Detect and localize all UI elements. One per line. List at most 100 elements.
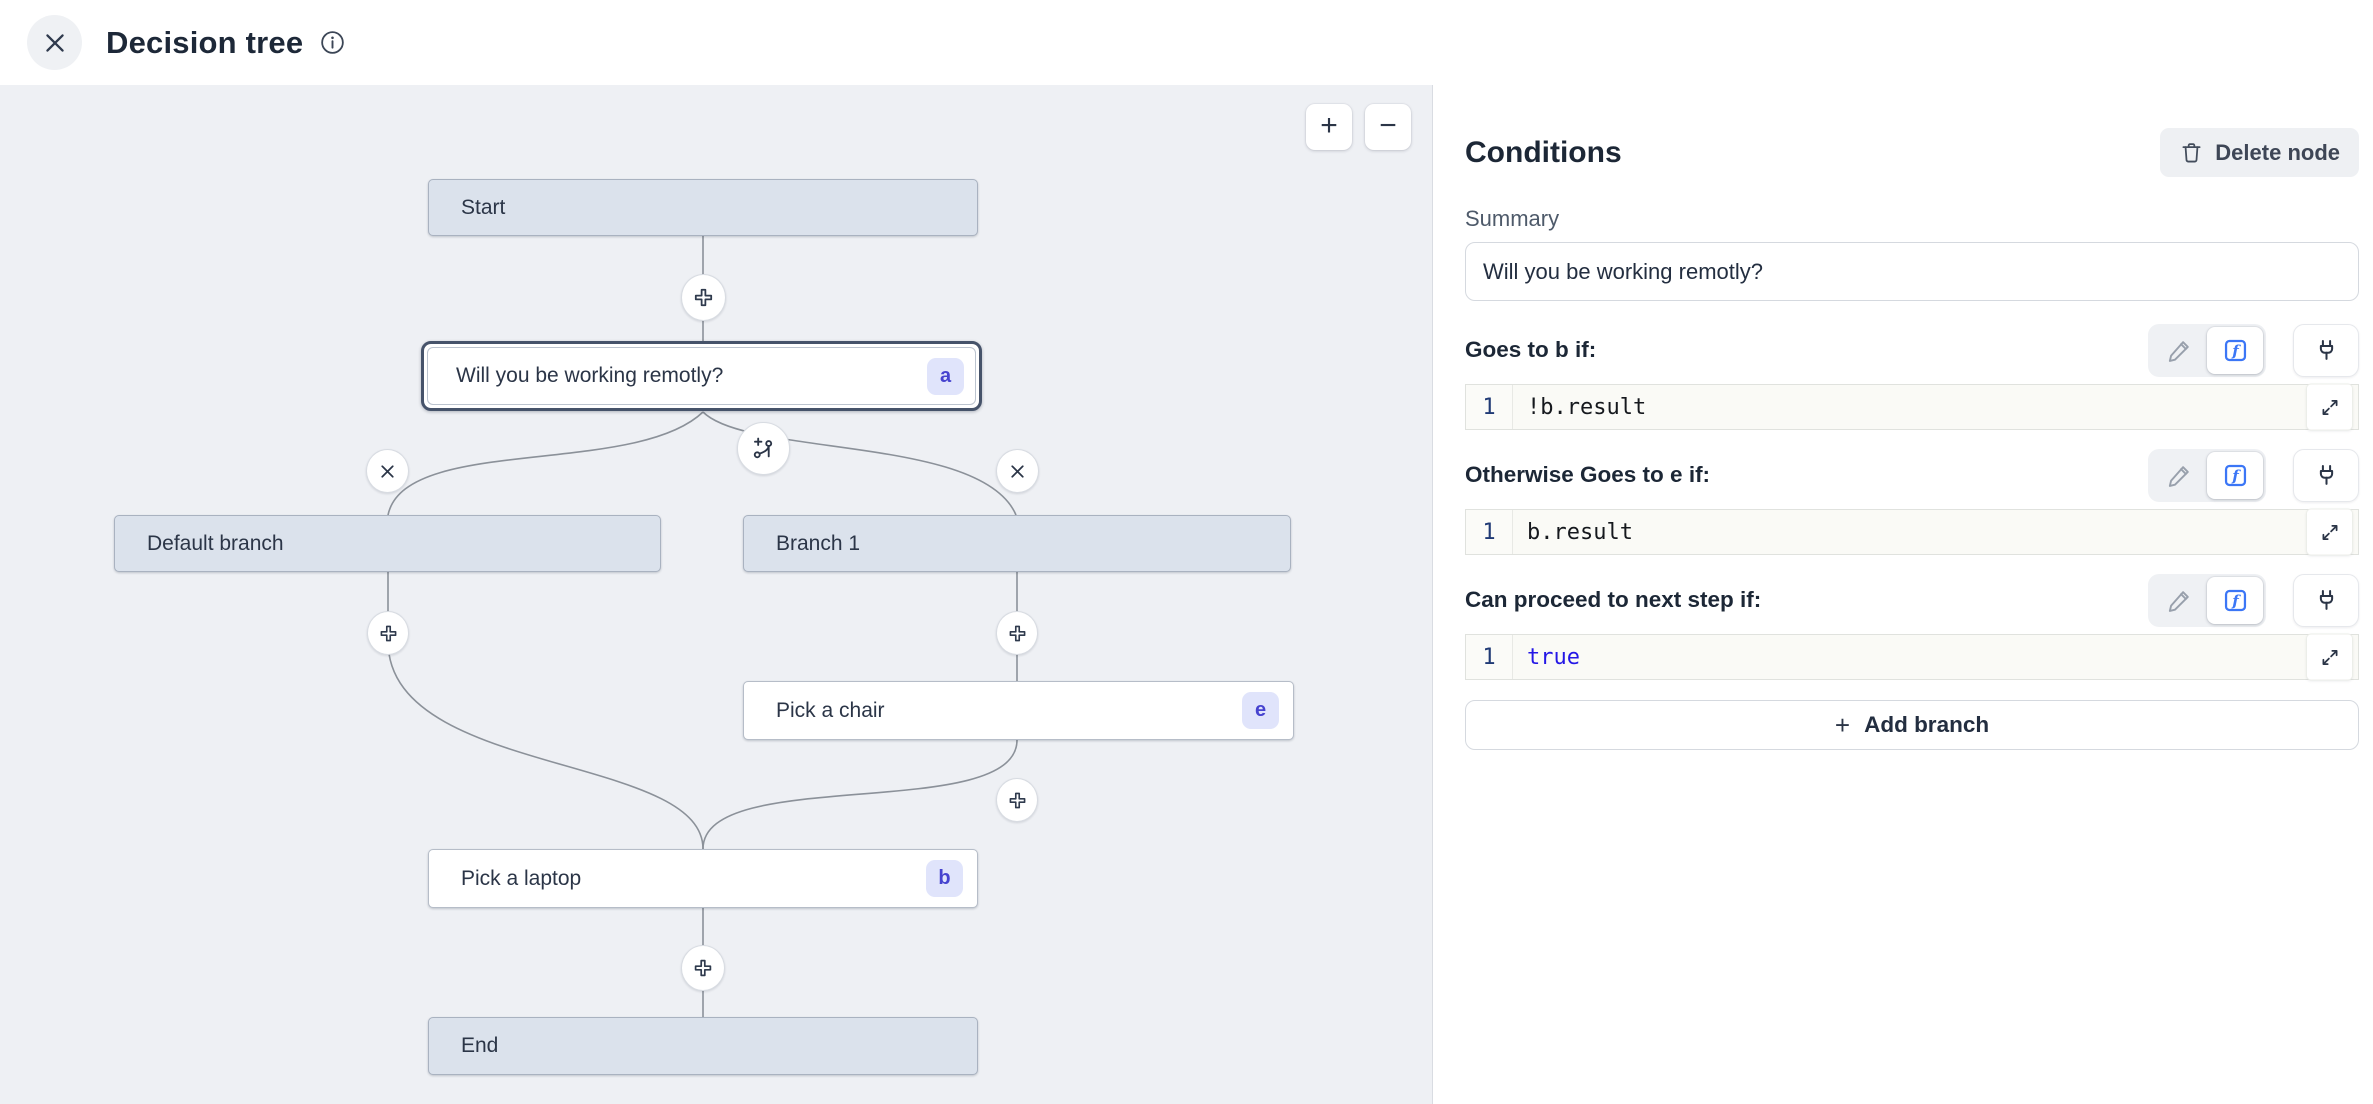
node-badge: b [926, 860, 963, 897]
pencil-icon [2166, 337, 2193, 364]
plug-icon [2313, 462, 2340, 489]
plus-node-icon [1006, 622, 1029, 645]
summary-input[interactable] [1465, 242, 2359, 301]
text-mode-button[interactable] [2151, 327, 2207, 374]
svg-text:f: f [2231, 341, 2241, 359]
node-default-branch[interactable]: Default branch [114, 515, 661, 572]
add-node-button[interactable] [367, 611, 409, 655]
plus-node-icon [377, 622, 400, 645]
main-area: + − Start Will you be working remotly? [0, 85, 2373, 1104]
expand-editor-button[interactable] [2307, 634, 2352, 680]
expand-icon [2319, 521, 2341, 543]
page-title: Decision tree [106, 24, 304, 60]
node-pick-chair[interactable]: Pick a chair e [743, 681, 1294, 740]
flow-canvas[interactable]: + − Start Will you be working remotly? [0, 85, 1432, 1104]
line-number: 1 [1466, 635, 1513, 679]
code-editor-goes-to-b[interactable]: 1 !b.result [1465, 384, 2359, 430]
pencil-icon [2166, 462, 2193, 489]
add-branch-label: Add branch [1864, 712, 1990, 737]
svg-text:f: f [2231, 591, 2241, 609]
remove-branch-button-left[interactable] [366, 449, 409, 493]
add-node-button[interactable] [681, 274, 726, 321]
condition-otherwise-goes-to-e: Otherwise Goes to e if: f [1465, 448, 2359, 555]
plug-icon [2313, 337, 2340, 364]
add-node-button[interactable] [996, 611, 1038, 655]
fx-mode-button[interactable]: f [2207, 326, 2263, 374]
plug-icon [2313, 587, 2340, 614]
expand-editor-button[interactable] [2307, 384, 2352, 430]
condition-tools: f [2148, 573, 2359, 627]
node-label: Pick a chair [776, 698, 885, 722]
close-button[interactable] [27, 15, 82, 70]
condition-tools: f [2148, 448, 2359, 502]
line-number: 1 [1466, 385, 1513, 429]
node-badge: a [927, 357, 964, 395]
add-branch-button[interactable]: + Add branch [1465, 700, 2359, 750]
node-branch-1[interactable]: Branch 1 [743, 515, 1291, 572]
panel-title: Conditions [1465, 135, 1622, 169]
panel-header: Conditions Delete node [1465, 128, 2359, 177]
add-branch-node-button[interactable] [737, 422, 790, 475]
git-branch-plus-icon [751, 436, 776, 461]
node-start[interactable]: Start [428, 179, 978, 236]
conditions-panel: Conditions Delete node Summary [1432, 85, 2373, 1104]
plus-node-icon [691, 956, 715, 980]
condition-label: Can proceed to next step if: [1465, 587, 1762, 612]
condition-goes-to-b: Goes to b if: f [1465, 323, 2359, 430]
fx-mode-button[interactable]: f [2207, 451, 2263, 499]
add-node-button[interactable] [681, 945, 725, 991]
code-editor-otherwise[interactable]: 1 b.result [1465, 509, 2359, 555]
text-mode-button[interactable] [2151, 452, 2207, 499]
code-text: b.result [1527, 519, 1633, 545]
code-editor-can-proceed[interactable]: 1 true [1465, 634, 2359, 680]
node-end[interactable]: End [428, 1017, 978, 1075]
header: Decision tree [0, 0, 2373, 85]
expand-icon [2319, 646, 2341, 668]
zoom-out-button[interactable]: − [1365, 104, 1411, 150]
plus-node-icon [1006, 789, 1029, 812]
add-node-button[interactable] [996, 778, 1038, 822]
fx-icon: f [2222, 462, 2249, 489]
node-label: Branch 1 [776, 531, 861, 555]
node-question-selected[interactable]: Will you be working remotly? a [421, 341, 982, 411]
trash-icon [2179, 140, 2204, 165]
expand-editor-button[interactable] [2307, 509, 2352, 555]
delete-node-label: Delete node [2215, 139, 2340, 165]
text-mode-button[interactable] [2151, 577, 2207, 624]
line-number: 1 [1466, 510, 1513, 554]
zoom-controls: + − [1306, 104, 1411, 150]
condition-label: Goes to b if: [1465, 337, 1597, 362]
node-label: Pick a laptop [461, 866, 582, 890]
plug-input-button[interactable] [2293, 323, 2359, 377]
fx-mode-button[interactable]: f [2207, 576, 2263, 624]
x-icon [1007, 461, 1028, 482]
plug-input-button[interactable] [2293, 448, 2359, 502]
editor-mode-toggle: f [2148, 573, 2266, 627]
x-icon [377, 461, 398, 482]
node-label: Default branch [147, 531, 284, 555]
condition-can-proceed: Can proceed to next step if: f [1465, 573, 2359, 680]
condition-tools: f [2148, 323, 2359, 377]
node-label: Start [461, 195, 506, 219]
summary-label: Summary [1465, 206, 1560, 231]
remove-branch-button-right[interactable] [996, 449, 1039, 493]
expand-icon [2319, 396, 2341, 418]
delete-node-button[interactable]: Delete node [2160, 128, 2359, 177]
fx-icon: f [2222, 337, 2249, 364]
editor-mode-toggle: f [2148, 323, 2266, 377]
node-question-inner: Will you be working remotly? a [427, 347, 976, 405]
condition-label: Otherwise Goes to e if: [1465, 462, 1711, 487]
zoom-in-button[interactable]: + [1306, 104, 1352, 150]
editor-mode-toggle: f [2148, 448, 2266, 502]
plug-input-button[interactable] [2293, 573, 2359, 627]
code-text: !b.result [1527, 394, 1647, 420]
info-icon[interactable] [319, 29, 346, 56]
plus-icon: + [1834, 709, 1851, 740]
node-badge: e [1242, 692, 1279, 729]
node-label: Will you be working remotly? [456, 364, 724, 387]
pencil-icon [2166, 587, 2193, 614]
plus-node-icon [691, 285, 716, 310]
node-pick-laptop[interactable]: Pick a laptop b [428, 849, 978, 908]
svg-text:f: f [2231, 466, 2241, 484]
